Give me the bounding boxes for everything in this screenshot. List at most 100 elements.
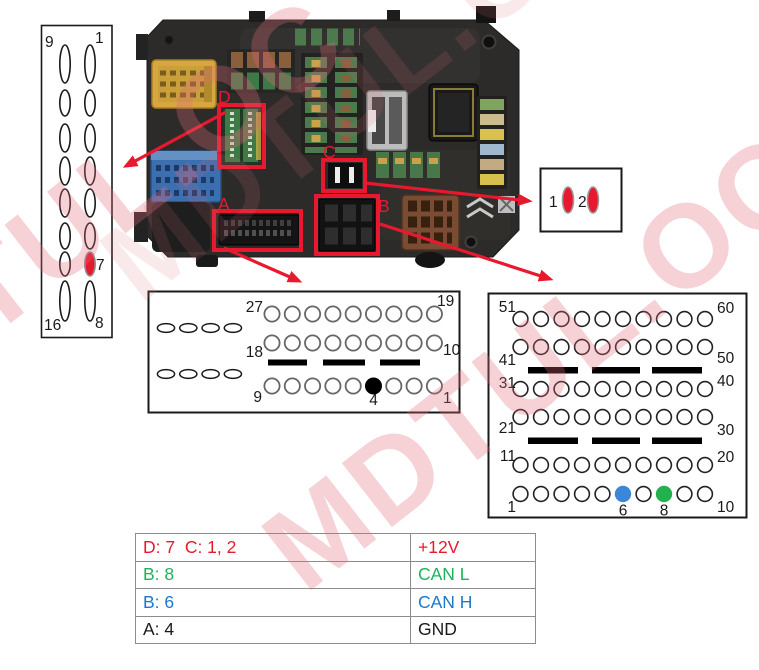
d16-pins: 7 <box>58 44 105 322</box>
signal-cell: +12V <box>410 533 536 562</box>
b-pin <box>512 380 529 398</box>
b-pin <box>635 380 652 398</box>
b-row-right-label: 10 <box>717 499 735 516</box>
callout-letter-d: D <box>218 87 231 107</box>
d16-label-9: 9 <box>45 34 54 51</box>
a-pin <box>344 305 362 323</box>
b-pin <box>532 485 550 503</box>
b-pin <box>532 456 550 474</box>
table-row: B: 6 CAN H <box>135 588 536 617</box>
a-pin <box>364 334 382 352</box>
b-pin <box>635 310 652 328</box>
connector-a-socket <box>218 214 300 246</box>
b-row-left-label: 31 <box>499 375 516 392</box>
b-pin <box>594 310 611 328</box>
b-pin-filled <box>614 485 632 503</box>
a-key-bar <box>323 359 365 366</box>
b-pin <box>573 485 591 503</box>
b-pin <box>655 456 673 474</box>
b-row-right-label: 50 <box>717 350 735 367</box>
a-pin <box>304 334 322 352</box>
a-blade-terminal <box>156 322 176 334</box>
module-tab <box>387 10 400 21</box>
b-pin <box>553 408 570 426</box>
d16-pin <box>58 44 71 84</box>
a-row-right-label: 10 <box>443 342 461 359</box>
b-key-bar <box>592 367 640 374</box>
d16-pin <box>58 156 71 186</box>
a-blade-terminal <box>156 368 176 380</box>
table-row: B: 8 CAN L <box>135 560 536 589</box>
c2-pin <box>586 186 600 214</box>
d16-outline <box>40 24 113 339</box>
screw <box>481 34 497 50</box>
b-row-left-label: 51 <box>499 299 516 316</box>
a-pin <box>263 305 281 323</box>
b-key-bar <box>652 437 702 444</box>
b-pin <box>573 380 591 398</box>
b-pin <box>594 456 611 474</box>
b-pin <box>553 310 570 328</box>
d16-pin <box>84 280 97 322</box>
b-filled-pin-label: 8 <box>660 503 669 520</box>
b-pin <box>696 408 714 426</box>
module-tab <box>415 252 445 268</box>
b-pin <box>696 456 714 474</box>
arrow-to-connector-a <box>223 246 303 283</box>
b-pin <box>696 485 714 503</box>
callout-box-c <box>321 158 367 193</box>
b-filled-pin-label: 6 <box>619 503 628 520</box>
b-key-bar <box>592 437 640 444</box>
d16-label-8: 8 <box>95 315 104 332</box>
fuse-bank-left <box>227 49 295 93</box>
table-row: D: 7 C: 1, 2 +12V <box>135 533 536 562</box>
d16-pin <box>58 222 71 250</box>
b-pin <box>655 408 673 426</box>
b-row-right-label: 30 <box>717 422 735 439</box>
b-pin <box>594 380 611 398</box>
callout-letter-a: A <box>218 194 230 214</box>
dark-block <box>152 202 210 252</box>
screw <box>165 36 173 44</box>
b-pin <box>573 456 591 474</box>
b-pin <box>676 338 693 356</box>
connector-c-socket <box>328 163 362 188</box>
d16-highlight-pin <box>84 251 97 277</box>
d16-label-1: 1 <box>95 30 104 47</box>
b-pin <box>532 310 550 328</box>
b-pin <box>655 380 673 398</box>
b-row-left-label: 1 <box>507 499 516 516</box>
a-blade-terminal <box>178 368 198 380</box>
callout-box-d <box>217 103 266 169</box>
a-filled-pin-label: 4 <box>369 392 378 409</box>
a-pin <box>283 305 301 323</box>
a-pin <box>385 334 403 352</box>
b-row-left-label: 41 <box>499 352 516 369</box>
connector-d-16pin-diagram: 9 1 16 8 7 <box>40 24 113 339</box>
screw <box>464 235 478 249</box>
b-key-bar <box>528 367 578 374</box>
black-connector <box>428 83 479 142</box>
b-pin <box>614 310 632 328</box>
b-pin <box>512 310 529 328</box>
fuse-bank-center <box>301 53 363 155</box>
callout-letter-b: B <box>378 196 390 216</box>
b-key-bar <box>528 437 578 444</box>
a-pin <box>425 377 443 395</box>
b-pin <box>696 338 714 356</box>
a-row-right-label: 19 <box>437 293 454 310</box>
callout-box-a <box>212 209 303 252</box>
b-pin <box>676 380 693 398</box>
b-pin <box>676 408 693 426</box>
b-pin <box>573 338 591 356</box>
d16-pin <box>84 44 97 84</box>
a-pin <box>385 377 403 395</box>
a-blade-terminal <box>223 322 243 334</box>
b-row-right-label: 40 <box>717 373 735 390</box>
bsi-module-photo <box>134 6 520 268</box>
arrow-to-connector-d <box>122 110 227 168</box>
